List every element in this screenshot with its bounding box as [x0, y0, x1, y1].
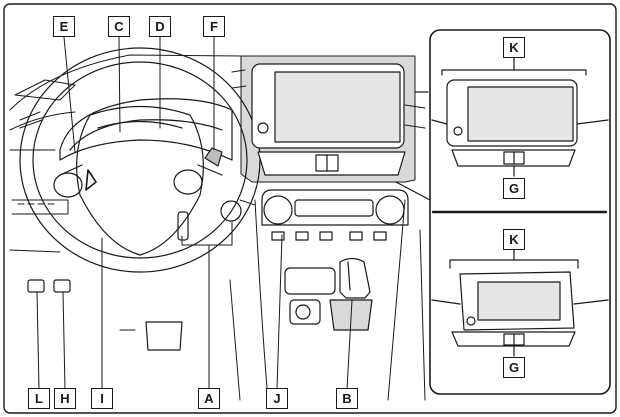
label-k-bottom: K — [503, 229, 525, 250]
climate-panel — [261, 189, 409, 241]
label-g-bottom: G — [503, 357, 525, 378]
instrument-cluster — [59, 98, 233, 167]
label-l: L — [28, 388, 50, 409]
label-a: A — [198, 388, 220, 409]
label-b: B — [336, 388, 358, 409]
switch-l — [27, 279, 45, 293]
label-g-top: G — [503, 178, 525, 199]
display-variant-1 — [431, 56, 609, 177]
callout-line-bottom — [395, 181, 431, 201]
label-f: F — [203, 16, 225, 37]
pedal — [145, 321, 183, 351]
center-console — [284, 267, 336, 325]
label-c: C — [108, 16, 130, 37]
dashboard-lines — [9, 54, 426, 401]
label-e: E — [53, 16, 75, 37]
label-i: I — [91, 388, 113, 409]
label-j: J — [266, 388, 288, 409]
outer-frame — [3, 3, 617, 414]
switch-h — [53, 279, 71, 293]
display-variant-2 — [431, 249, 609, 357]
leader-lines — [36, 36, 353, 390]
label-h: H — [54, 388, 76, 409]
center-display — [251, 63, 406, 176]
shift-lever — [329, 257, 373, 331]
label-d: D — [149, 16, 171, 37]
label-k-top: K — [503, 37, 525, 58]
